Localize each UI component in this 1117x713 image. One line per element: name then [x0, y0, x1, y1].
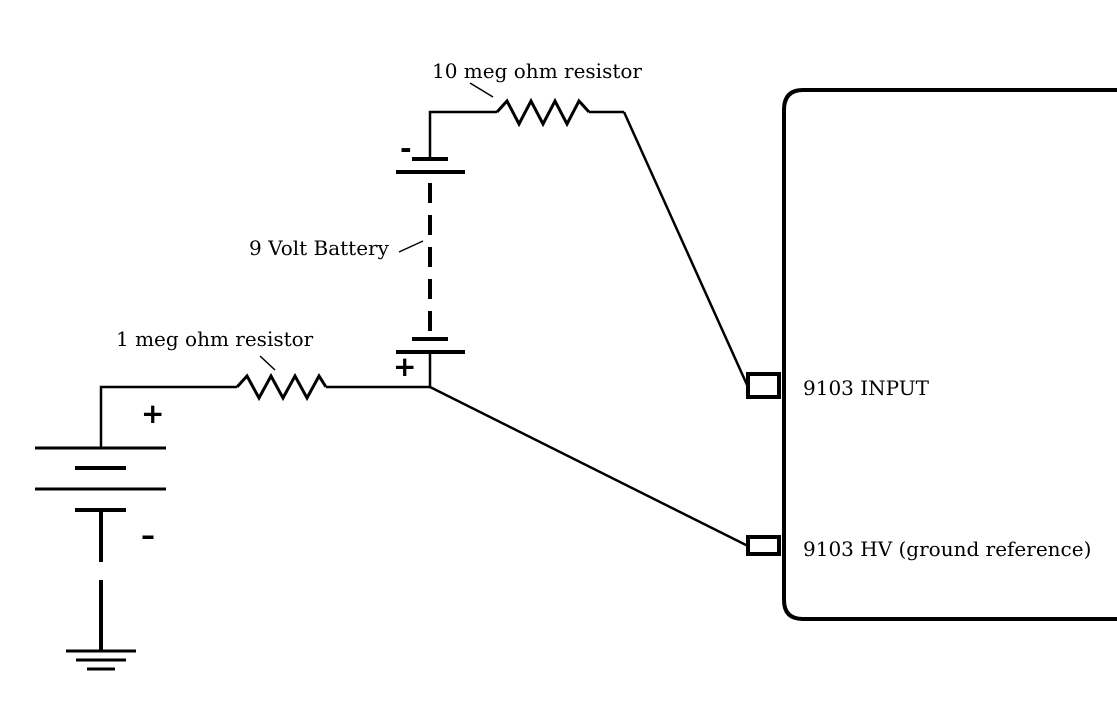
hv-terminal: [746, 535, 781, 556]
nine-volt-plus-sign: +: [393, 350, 416, 383]
ground-icon: [66, 649, 136, 671]
wire-top-left: [428, 110, 497, 158]
nine-volt-minus-sign: -: [400, 132, 412, 165]
wire-to-input: [622, 111, 750, 388]
resistor-10-meg-ohm: [495, 97, 591, 128]
input-label: 9103 INPUT: [803, 376, 930, 400]
hv-label: 9103 HV (ground reference): [803, 537, 1091, 561]
left-battery-plus-sign: +: [141, 397, 164, 430]
input-terminal: [746, 372, 781, 399]
r1-label-leader: [259, 355, 276, 371]
r10-label-leader: [469, 82, 494, 98]
left-battery-minus-sign: –: [141, 519, 155, 552]
battery-label-leader: [398, 240, 424, 253]
r1-label: 1 meg ohm resistor: [116, 327, 314, 351]
wire-left-top: [99, 385, 237, 447]
battery-label: 9 Volt Battery: [249, 236, 390, 260]
r10-label: 10 meg ohm resistor: [432, 59, 642, 83]
resistor-1-meg-ohm: [235, 372, 328, 402]
instrument-9103-box: [782, 88, 1117, 621]
wire-to-hv: [429, 385, 749, 548]
